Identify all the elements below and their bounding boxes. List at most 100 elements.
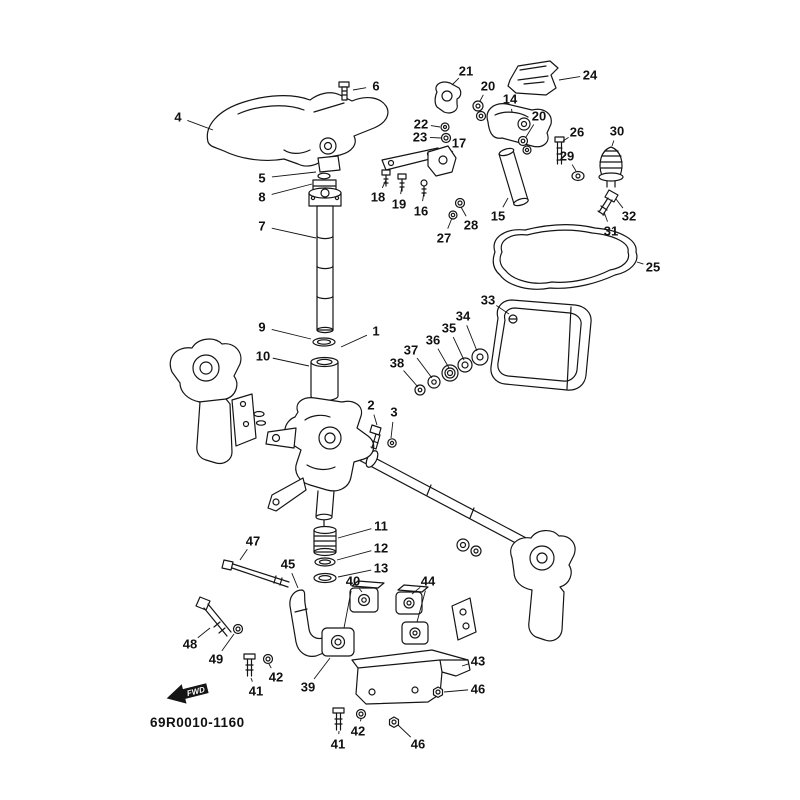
fwd-arrow: FWD	[166, 683, 209, 704]
callout-label: 30	[610, 124, 624, 139]
callout-label: 32	[622, 209, 636, 224]
callout-label: 4	[174, 110, 182, 125]
callout-label: 9	[258, 320, 265, 335]
callout-leader	[373, 414, 378, 426]
callout-leader	[451, 77, 460, 86]
callout-leader	[460, 206, 467, 217]
callout-label: 25	[646, 260, 660, 275]
lower-mount-parts	[195, 559, 471, 731]
callout-leader	[187, 120, 214, 131]
callout-label: 16	[414, 204, 428, 219]
gasket-part	[492, 224, 638, 290]
callout-leader	[443, 689, 469, 693]
callout-leader	[403, 370, 419, 388]
callout-label: 37	[404, 343, 418, 358]
callout-leader	[271, 171, 317, 178]
callout-leader	[603, 211, 608, 222]
callout-label: 15	[491, 209, 505, 224]
callout-label: 24	[583, 68, 598, 83]
callout-label: 6	[372, 79, 379, 94]
callout-label: 40	[346, 574, 360, 589]
swivel-bracket-part	[265, 397, 565, 566]
callout-leader	[562, 137, 569, 142]
callout-label: 20	[481, 79, 495, 94]
fwd-arrow-shape	[166, 683, 209, 704]
callout-leader	[291, 573, 299, 589]
callout-leader	[437, 348, 450, 369]
callout-label: 5	[258, 171, 265, 186]
callout-label: 43	[471, 654, 485, 669]
callout-label: 33	[481, 293, 495, 308]
callout-label: 17	[452, 136, 466, 151]
callout-label: 14	[503, 92, 518, 107]
callout-label: 7	[258, 219, 265, 234]
callout-leader	[336, 550, 372, 561]
left-clamp-bracket-part	[169, 338, 267, 465]
callout-label: 48	[183, 637, 197, 652]
right-clamp-bracket-part	[451, 530, 576, 642]
callout-label: 22	[414, 117, 428, 132]
callout-leader	[611, 140, 615, 147]
part-number-label: 69R0010-1160	[150, 715, 245, 730]
callout-label: 13	[374, 561, 388, 576]
callout-leader	[358, 588, 363, 593]
callout-label: 34	[456, 309, 471, 324]
cowl-clamp-assembly	[434, 60, 624, 216]
callout-label: 47	[246, 534, 260, 549]
callout-leader	[359, 718, 362, 722]
bolt-part-6	[338, 81, 350, 101]
callout-label: 18	[371, 190, 385, 205]
stay-bracket-parts	[381, 145, 466, 220]
callout-leader	[452, 336, 465, 361]
callout-leader	[250, 677, 253, 682]
callout-leader	[496, 305, 510, 315]
callout-leader	[502, 197, 509, 208]
callout-label: 27	[437, 231, 451, 246]
callout-leader	[337, 569, 372, 578]
callout-label: 46	[411, 737, 425, 752]
callout-label: 28	[464, 218, 478, 233]
callout-leader	[197, 627, 211, 639]
callout-leader	[411, 586, 421, 595]
callout-label: 29	[560, 149, 574, 164]
callout-leader	[615, 198, 624, 209]
callout-leader	[272, 357, 310, 367]
callout-leader	[429, 137, 442, 139]
callout-leader	[466, 325, 478, 352]
oring-and-bushing-parts	[310, 337, 339, 402]
callout-leader	[461, 663, 469, 667]
callout-leader	[271, 328, 312, 340]
callout-leader	[525, 124, 535, 138]
callout-leader	[390, 421, 394, 439]
callout-label: 38	[390, 356, 404, 371]
callout-label: 46	[471, 682, 485, 697]
callout-leader	[381, 179, 387, 189]
callout-label: 26	[570, 125, 584, 140]
swivel-shaft-part	[308, 187, 342, 334]
callout-leader	[636, 261, 644, 265]
callout-label: 23	[413, 130, 427, 145]
bushing-washer-set	[414, 348, 489, 396]
callout-leader	[422, 191, 425, 202]
callout-leader	[479, 94, 484, 102]
callout-leader	[430, 125, 441, 128]
callout-leader	[343, 590, 352, 629]
callout-label: 41	[249, 684, 263, 699]
callout-label: 35	[442, 321, 456, 336]
callout-leader	[416, 590, 426, 623]
fwd-arrow-label: FWD	[186, 685, 206, 698]
callout-leader	[271, 227, 317, 239]
callout-leader	[416, 357, 433, 379]
callout-label: 44	[421, 574, 436, 589]
callout-label: 49	[209, 652, 223, 667]
callout-leader	[337, 528, 372, 539]
callout-label: 42	[351, 724, 365, 739]
callout-label: 19	[392, 197, 406, 212]
callout-label: 39	[301, 680, 315, 695]
callout-leader	[239, 548, 248, 561]
callout-leader	[271, 183, 313, 195]
callout-leader	[313, 657, 331, 680]
